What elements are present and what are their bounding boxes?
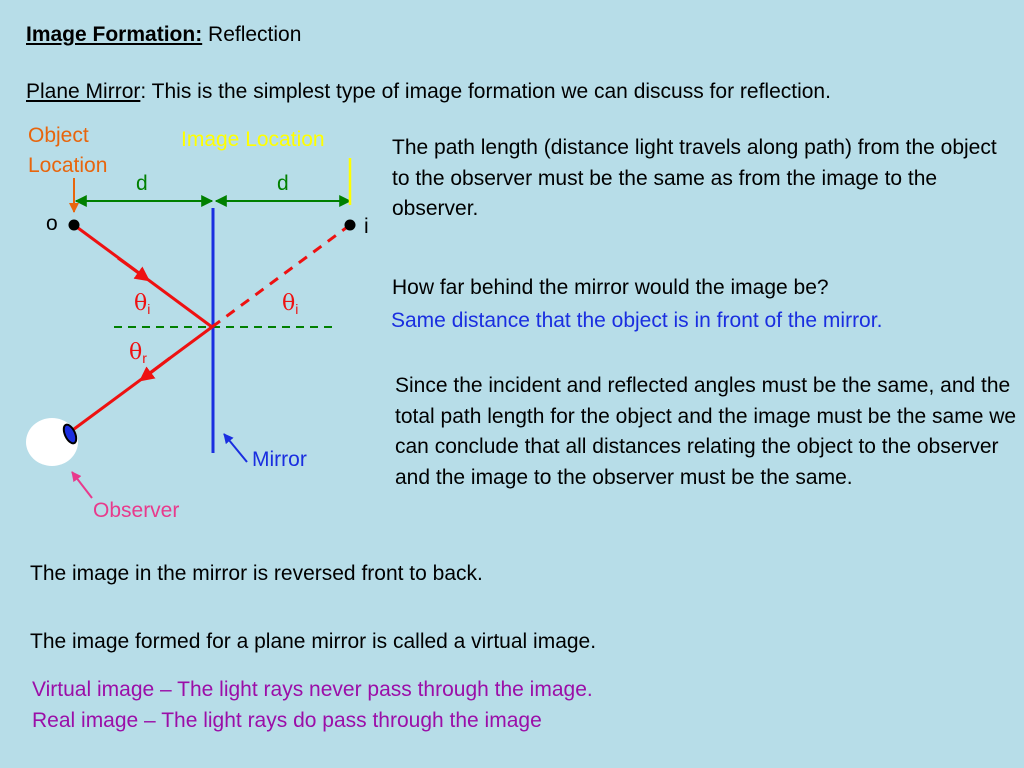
incident-angle-label: θi (134, 291, 151, 317)
question-text: How far behind the mirror would the imag… (392, 276, 829, 299)
object-location-label: Object Location (28, 124, 108, 177)
observer-label: Observer (93, 499, 180, 522)
plane-mirror-term: Plane Mirror (26, 80, 141, 103)
virtual-image-statement: The image formed for a plane mirror is c… (30, 630, 597, 653)
virtual-image-definition: Virtual image – The light rays never pas… (32, 678, 593, 701)
plane-mirror-diagram (26, 158, 356, 499)
virtual-angle-label: θi (282, 291, 299, 317)
mirror-label: Mirror (252, 448, 307, 471)
intro-line: Plane Mirror: This is the simplest type … (26, 77, 831, 107)
title-rest: Reflection (202, 23, 302, 46)
reflected-ray-arrow (139, 356, 171, 382)
image-location-label: Image Location (181, 128, 325, 151)
object-label: o (46, 212, 58, 235)
conclusion-paragraph: Since the incident and reflected angles … (395, 374, 1017, 489)
path-length-paragraph: The path length (distance light travels … (392, 136, 997, 220)
intro-text: : This is the simplest type of image for… (140, 80, 831, 103)
image-point (344, 219, 356, 231)
title-bold: Image Formation: (26, 23, 203, 46)
distance-label-right: d (277, 172, 289, 195)
eye-iris (62, 423, 78, 445)
object-point (68, 219, 80, 231)
reversed-statement: The image in the mirror is reversed fron… (30, 562, 483, 585)
virtual-ray (211, 223, 351, 329)
image-label: i (364, 215, 369, 238)
mirror-pointer (223, 433, 248, 463)
observer-pointer (71, 471, 93, 499)
slide-title: Image Formation: Reflection (26, 20, 301, 50)
distance-label-left: d (136, 172, 148, 195)
reflected-angle-label: θr (129, 340, 147, 366)
real-image-definition: Real image – The light rays do pass thro… (32, 709, 542, 732)
answer-text: Same distance that the object is in fron… (391, 309, 883, 332)
incident-ray-arrow (117, 256, 151, 282)
